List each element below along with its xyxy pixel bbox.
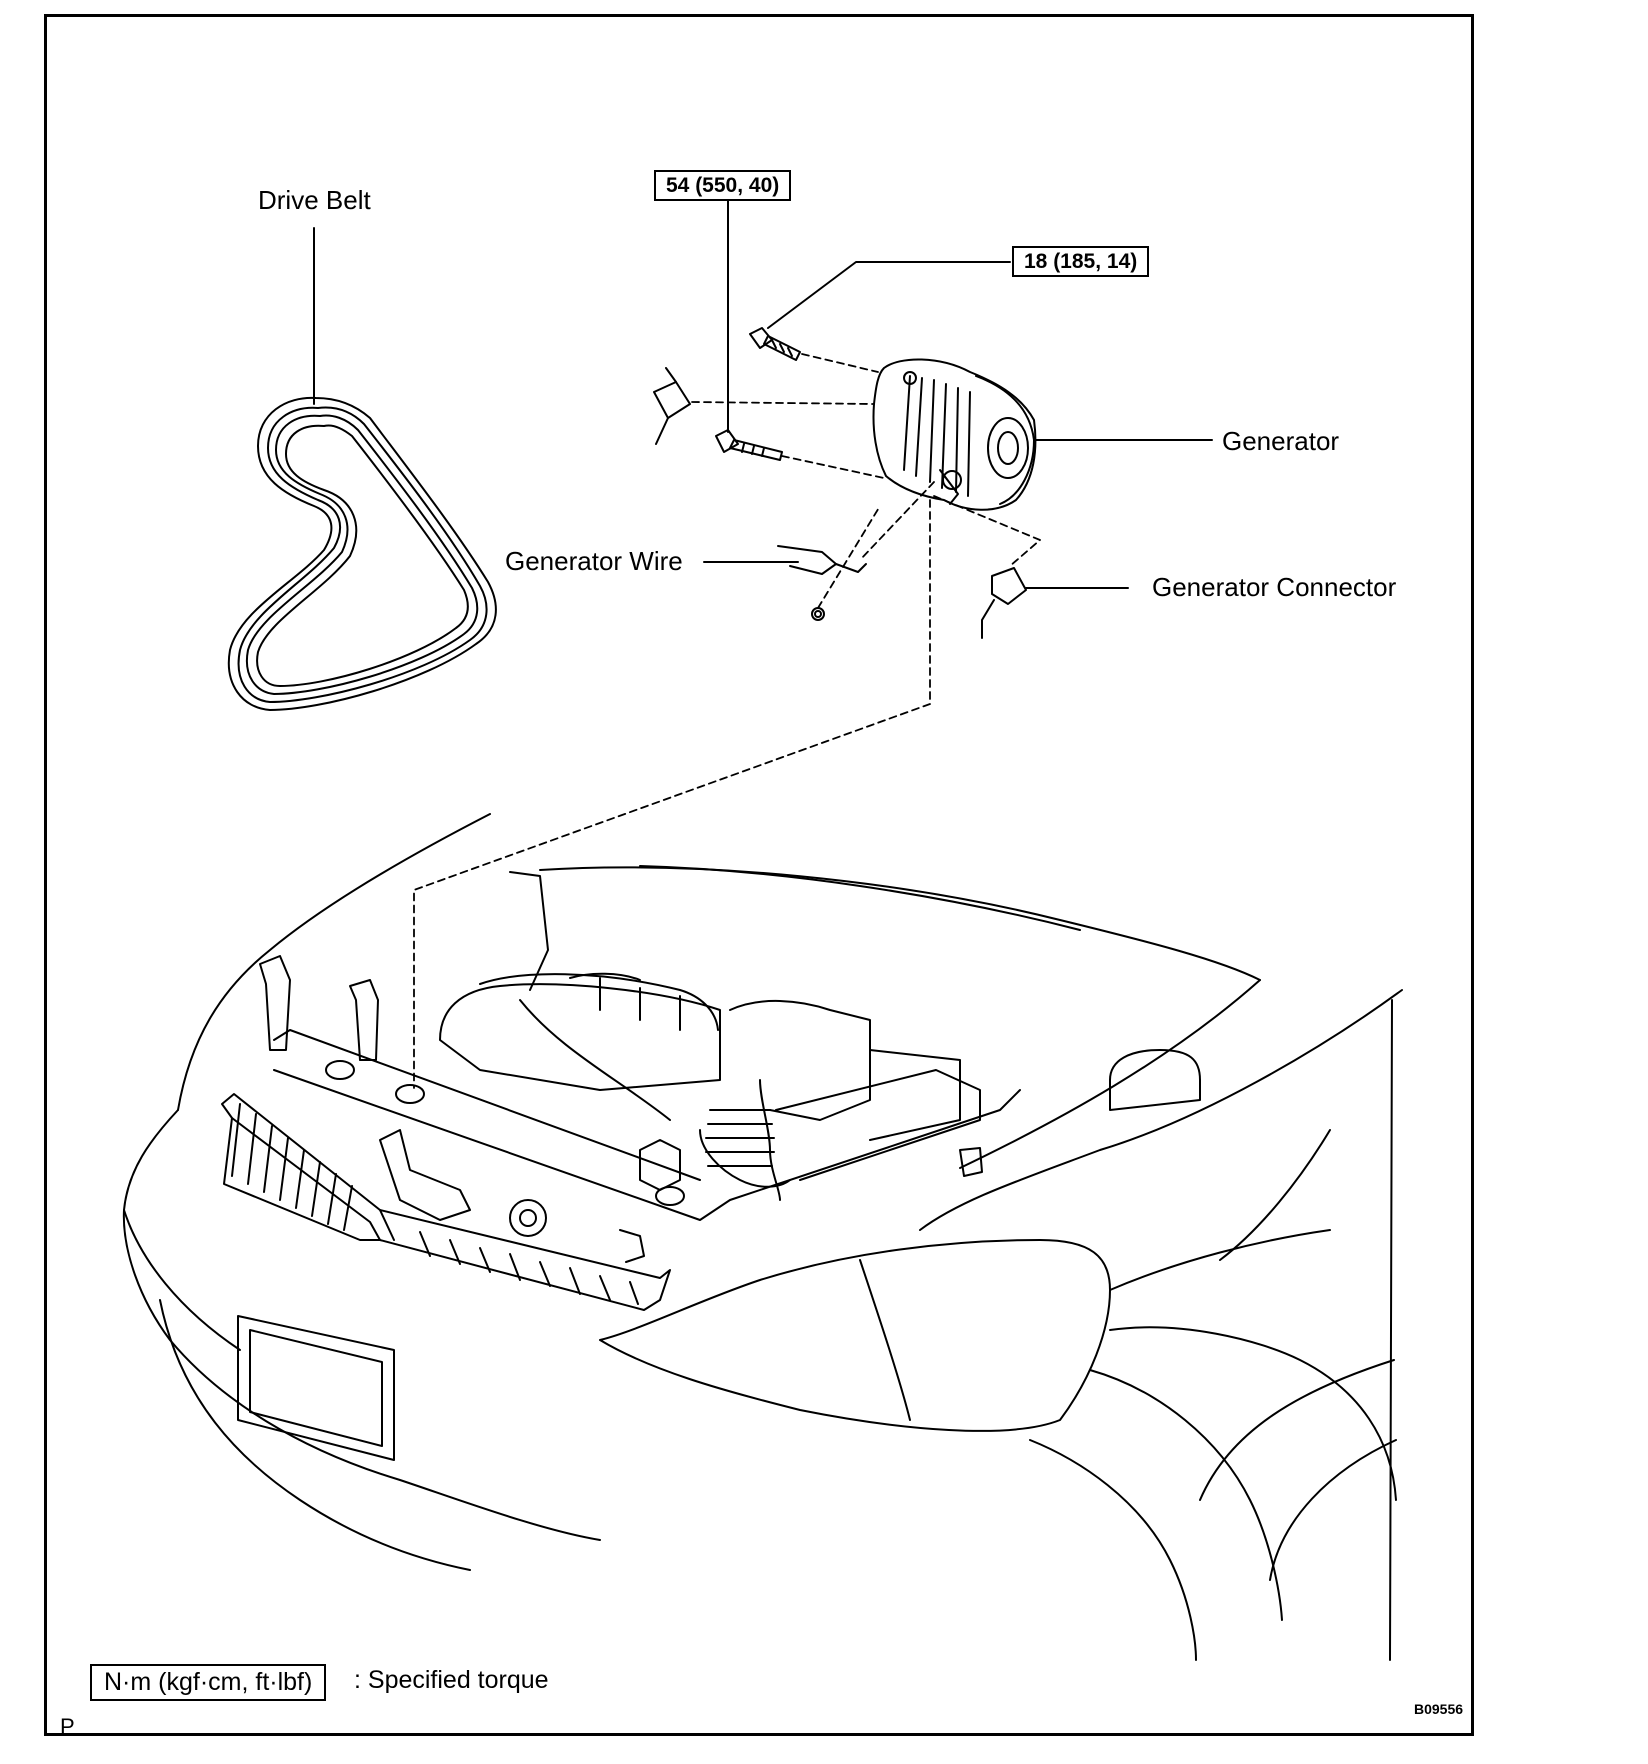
generator-illustration xyxy=(872,358,1037,511)
car-front-illustration xyxy=(122,813,1403,1661)
leader-lines xyxy=(703,199,1213,589)
torque-unit-legend: N·m (kgf·cm, ft·lbf) xyxy=(90,1664,327,1701)
torque-legend-description: : Specified torque xyxy=(354,1666,549,1694)
drive-belt-label: Drive Belt xyxy=(258,185,371,215)
figure-code: B09556 xyxy=(1414,1701,1464,1717)
generator-wire-label: Generator Wire xyxy=(505,546,683,576)
page-mark: P xyxy=(60,1714,75,1739)
engine-bay-illustration xyxy=(259,871,1201,1263)
bolt-lower xyxy=(715,429,783,461)
generator-connector-label: Generator Connector xyxy=(1152,572,1397,602)
alignment-dashes xyxy=(413,353,1041,1089)
generator-wire-illustration xyxy=(777,545,867,621)
torque-spec-lower-bolt: 18 (185, 14) xyxy=(1012,246,1150,277)
front-grille xyxy=(221,1093,671,1311)
generator-label: Generator xyxy=(1222,426,1340,456)
drive-belt-illustration xyxy=(227,227,497,711)
connector-clip-left xyxy=(653,367,691,445)
figure-frame xyxy=(44,14,1474,1736)
bolt-upper xyxy=(749,327,801,361)
generator-connector-illustration xyxy=(981,567,1027,639)
torque-spec-upper-bolt: 54 (550, 40) xyxy=(654,170,792,201)
